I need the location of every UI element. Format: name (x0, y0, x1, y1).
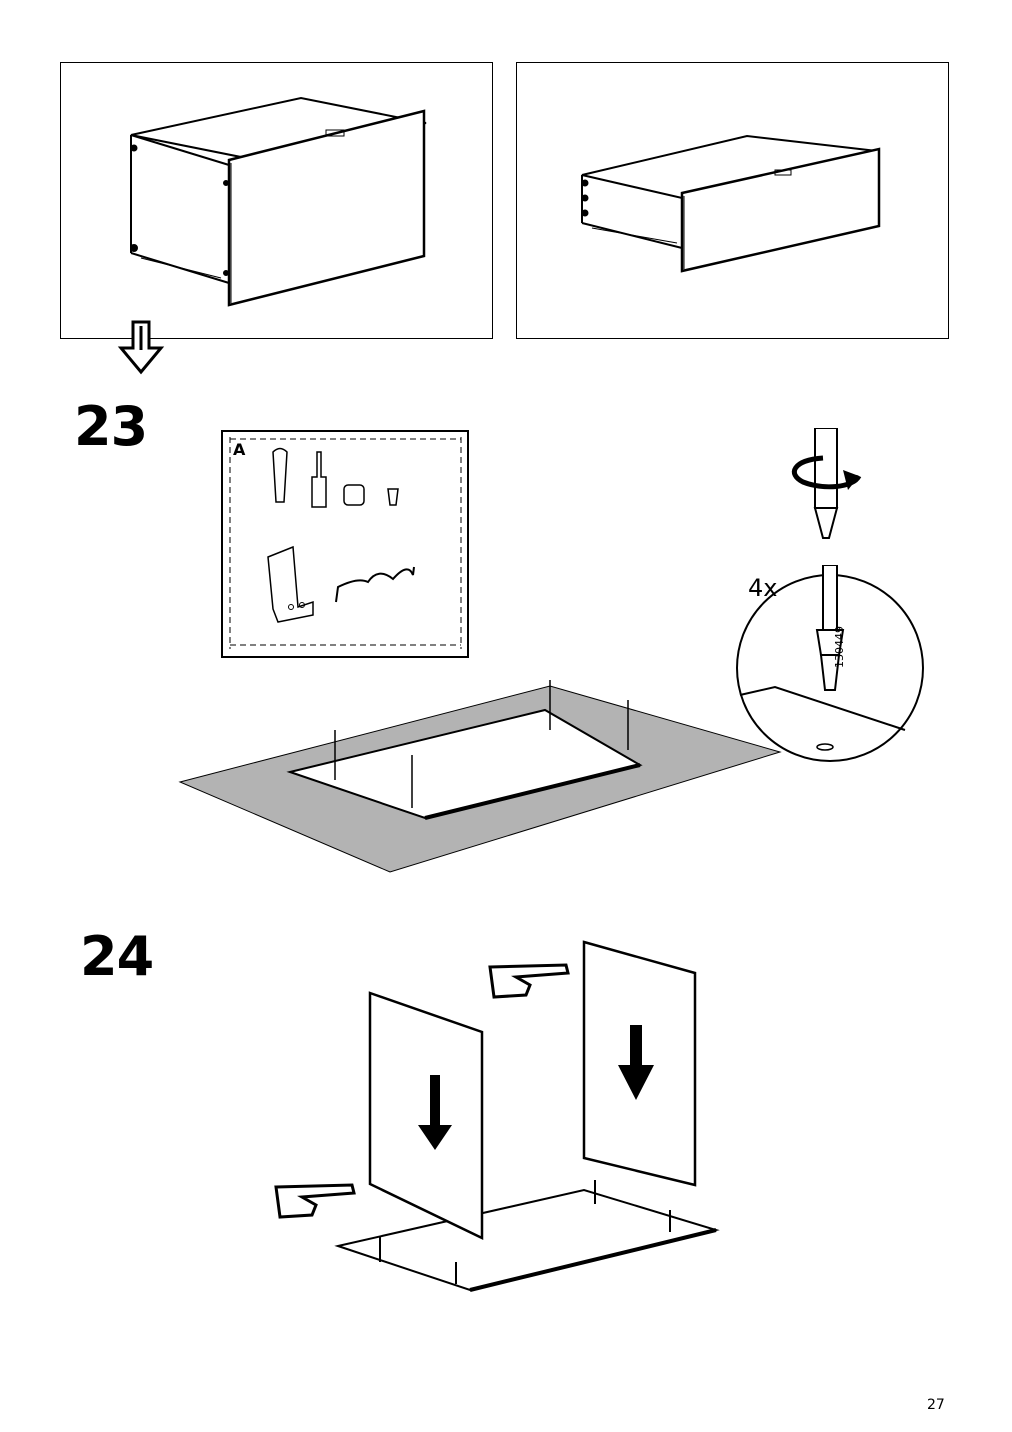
drawer-illustration-low (581, 134, 881, 273)
pointing-hand-icon (274, 1183, 356, 1219)
quantity-label: 4x (748, 574, 778, 602)
pointing-hand-icon (488, 963, 570, 999)
drawer-panel-right (516, 62, 949, 339)
down-arrow-icon (117, 320, 165, 375)
zoom-detail-circle (736, 565, 924, 762)
page-number: 27 (927, 1397, 945, 1413)
step-number: 24 (80, 925, 154, 988)
rotate-arrow-icon (791, 455, 862, 490)
drawer-illustration-tall (130, 96, 427, 307)
part-code: 130449 (833, 626, 846, 668)
kit-label: A (233, 440, 246, 459)
step-number: 23 (74, 395, 148, 458)
drawer-panel-left (60, 62, 493, 339)
base-panel-on-rug (178, 680, 782, 873)
side-panels-assembly (334, 940, 720, 1292)
hardware-kit-bag (221, 430, 469, 658)
